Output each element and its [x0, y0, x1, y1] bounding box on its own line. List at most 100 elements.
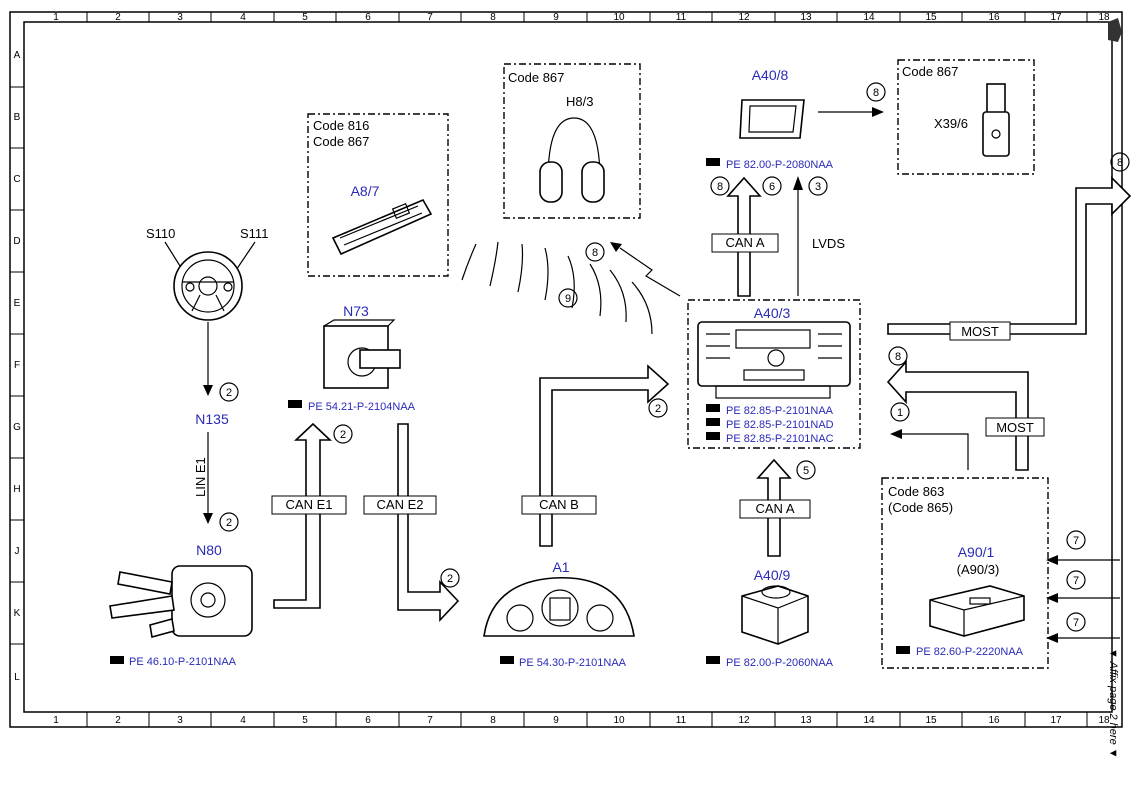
col-label: 2 [115, 12, 121, 23]
col-label: 13 [800, 715, 812, 726]
a8-7-code1: Code 816 [313, 118, 369, 133]
a90-1-code1: Code 863 [888, 484, 944, 499]
side-note: ▼ Affix page 2 here ▼ [1107, 648, 1119, 759]
most-right-wire [886, 359, 1029, 471]
wireless-signal-icon [461, 241, 653, 335]
arrow-left-icon [890, 429, 902, 439]
row-label: E [14, 298, 21, 309]
col-label: 3 [177, 715, 183, 726]
usb-connector-icon [982, 83, 1010, 157]
reference-icon [500, 656, 514, 664]
a90-1-alt: (A90/3) [957, 562, 1000, 577]
col-label: 7 [427, 12, 433, 23]
can-b-label: CAN B [539, 497, 579, 512]
row-label: G [13, 422, 21, 433]
a40-3-head-unit [697, 321, 851, 399]
svg-text:2: 2 [226, 517, 232, 529]
a40-9-ref: PE 82.00-P-2060NAA [726, 657, 834, 669]
col-label: 17 [1050, 715, 1062, 726]
col-label: 1 [53, 12, 59, 23]
n80-label: N80 [196, 542, 222, 558]
a40-3-label: A40/3 [754, 305, 791, 321]
a40-8-ref: PE 82.00-P-2080NAA [726, 159, 834, 171]
row-label: L [14, 672, 20, 683]
row-label: A [14, 50, 21, 61]
s111-label: S111 [240, 226, 268, 241]
col-label: 15 [925, 715, 937, 726]
col-label: 15 [925, 12, 937, 23]
svg-text:1: 1 [897, 407, 903, 419]
marker-7: 7 [1066, 612, 1086, 632]
most-right-label: MOST [996, 420, 1034, 435]
col-label: 12 [738, 715, 750, 726]
svg-text:8: 8 [717, 181, 723, 193]
col-label: 11 [676, 12, 687, 23]
n73-label: N73 [343, 303, 369, 319]
marker-8: 8 [710, 176, 730, 196]
most-top-wire [887, 176, 1132, 335]
corner-tab-icon [1108, 18, 1122, 42]
arrow-right-icon [872, 107, 884, 117]
col-label: 7 [427, 715, 433, 726]
reference-icon [110, 656, 124, 664]
col-label: 4 [240, 12, 246, 23]
row-label: D [13, 236, 20, 247]
row-label: K [14, 608, 21, 619]
x39-6-code: Code 867 [902, 64, 958, 79]
can-a-top-label: CAN A [725, 235, 764, 250]
col-label: 12 [738, 12, 750, 23]
reference-icon [896, 646, 910, 654]
col-label: 1 [53, 715, 59, 726]
x39-6-code-box [897, 59, 1035, 175]
col-label: 16 [988, 12, 1000, 23]
arrow-up-icon [793, 176, 803, 190]
steering-wheel: S110 S111 [146, 226, 268, 321]
arrow-left-icon [1046, 633, 1058, 643]
row-label: H [13, 484, 20, 495]
marker-2: 2 [648, 398, 668, 418]
can-a-bottom-label: CAN A [755, 501, 794, 516]
col-label: 17 [1050, 12, 1062, 23]
a40-9-label: A40/9 [754, 567, 791, 583]
svg-text:7: 7 [1073, 617, 1079, 629]
marker-1: 1 [890, 402, 910, 422]
col-label: 11 [676, 715, 687, 726]
s110-label: S110 [146, 226, 175, 241]
arrow-down-icon [203, 513, 213, 524]
col-label: 5 [302, 12, 308, 23]
reference-icon [706, 404, 720, 440]
antenna-lines [1056, 559, 1120, 639]
svg-text:3: 3 [815, 181, 821, 193]
row-label: B [14, 112, 21, 123]
col-label: 10 [613, 715, 625, 726]
row-label: C [13, 174, 20, 185]
h8-3-code-box [503, 63, 641, 219]
marker-3: 3 [808, 176, 828, 196]
reference-icon [706, 158, 720, 166]
svg-text:8: 8 [1117, 157, 1123, 169]
a40-8-label: A40/8 [752, 67, 789, 83]
marker-8: 8 [866, 82, 886, 102]
marker-6: 6 [762, 176, 782, 196]
marker-5: 5 [796, 460, 816, 480]
col-label: 9 [553, 12, 559, 23]
a8-7-code2: Code 867 [313, 134, 369, 149]
lvds-label: LVDS [812, 236, 845, 251]
reference-icon [288, 400, 302, 408]
a40-9-controller [741, 585, 809, 645]
marker-8: 8 [585, 242, 605, 262]
marker-8: 8 [1110, 152, 1130, 172]
n73-ref: PE 54.21-P-2104NAA [308, 401, 416, 413]
svg-text:2: 2 [447, 573, 453, 585]
a8-7-code-box [307, 113, 449, 277]
a1-label: A1 [552, 559, 569, 575]
col-label: 13 [800, 12, 812, 23]
col-label: 16 [988, 715, 1000, 726]
n80-switch-module [109, 565, 253, 639]
signal-line-1 [900, 433, 969, 470]
a8-7-label: A8/7 [351, 183, 380, 199]
can-b-wire [539, 364, 670, 547]
svg-text:7: 7 [1073, 535, 1079, 547]
col-label: 3 [177, 12, 183, 23]
marker-8: 8 [888, 346, 908, 366]
